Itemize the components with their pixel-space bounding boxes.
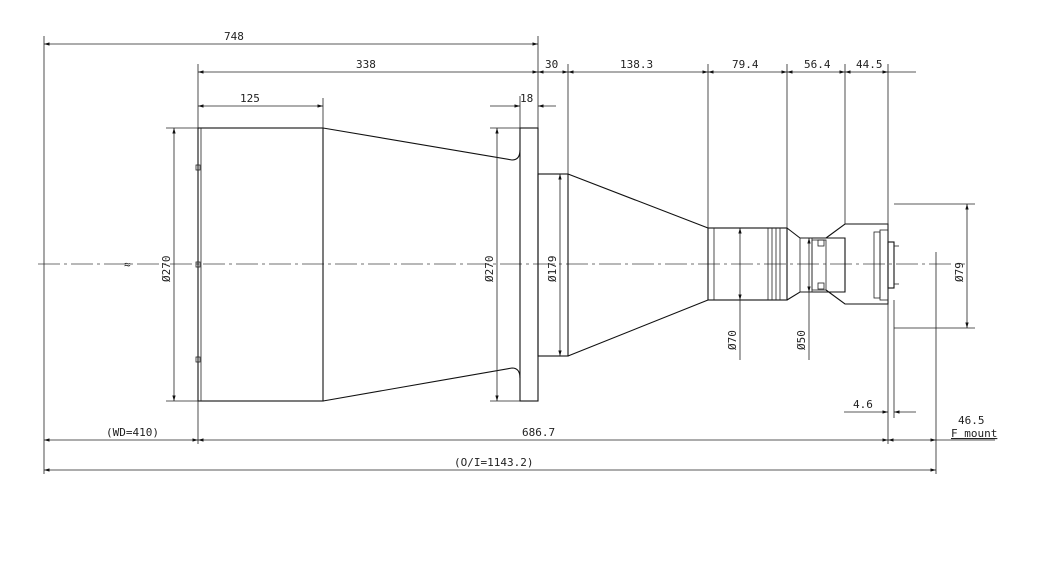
dim-138-3: 138.3 [620, 58, 653, 71]
dim-wd: (WD=410) [106, 426, 159, 439]
lens-body [195, 127, 899, 402]
dia-79: Ø79 [953, 262, 966, 282]
mid-barrel [537, 173, 569, 357]
dim-46-5: 46.5 [958, 414, 985, 427]
dim-4-6: 4.6 [853, 398, 873, 411]
dim-125: 125 [240, 92, 260, 105]
dia-270-front: Ø270 [160, 256, 173, 283]
dia-70: Ø70 [726, 330, 739, 350]
label-f-mount: F mount [951, 427, 997, 440]
rear-taper-cone [567, 173, 709, 357]
dia-270-flange: Ø270 [483, 256, 496, 283]
barrel-70 [707, 227, 788, 301]
dia-179: Ø179 [546, 256, 559, 283]
dia-50: Ø50 [795, 330, 808, 350]
dim-44-5: 44.5 [856, 58, 883, 71]
dim-oi: (O/I=1143.2) [454, 456, 533, 469]
extension-lines [43, 36, 975, 474]
f-mount [887, 241, 895, 289]
dim-748: 748 [224, 30, 244, 43]
dim-18: 18 [520, 92, 533, 105]
dim-56-4: 56.4 [804, 58, 831, 71]
front-barrel [197, 127, 324, 402]
dim-30: 30 [545, 58, 558, 71]
dimension-labels: 748 338 30 138.3 79.4 56.4 44.5 125 18 Ø… [106, 30, 997, 469]
barrel-50 [786, 227, 846, 301]
dimension-lines [44, 42, 995, 472]
mounting-flange [519, 127, 539, 402]
break-symbol: ≈ [124, 258, 131, 271]
dim-79-4: 79.4 [732, 58, 759, 71]
dim-686-7: 686.7 [522, 426, 555, 439]
dim-338: 338 [356, 58, 376, 71]
